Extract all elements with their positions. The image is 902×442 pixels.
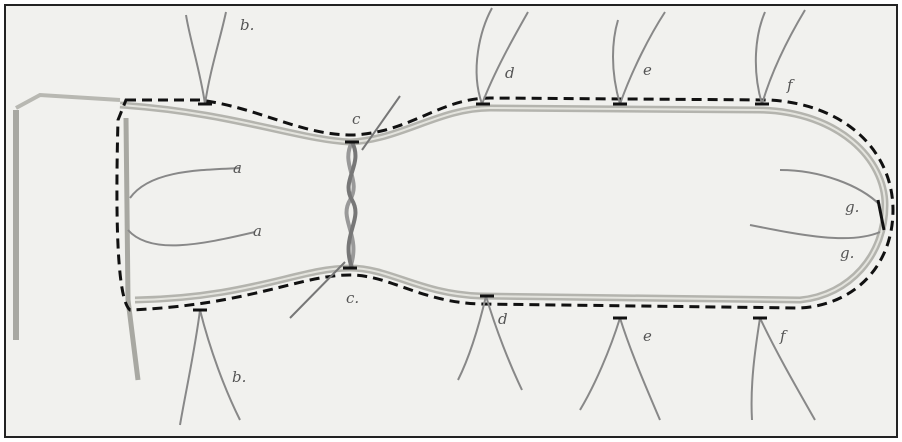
label-a-upper: a [233,159,242,177]
label-d-lower: d [498,310,508,328]
label-e-lower: e [643,327,652,345]
label-b-lower: b. [232,368,246,386]
label-c-lower: c. [346,289,359,307]
label-e-upper: e [643,61,652,79]
label-b-upper: b. [240,16,254,34]
label-a-lower: a [253,222,262,240]
label-g-lower: g. [840,244,854,262]
label-d-upper: d [505,64,515,82]
label-c-upper: c [352,110,361,128]
label-g-upper: g. [845,198,859,216]
